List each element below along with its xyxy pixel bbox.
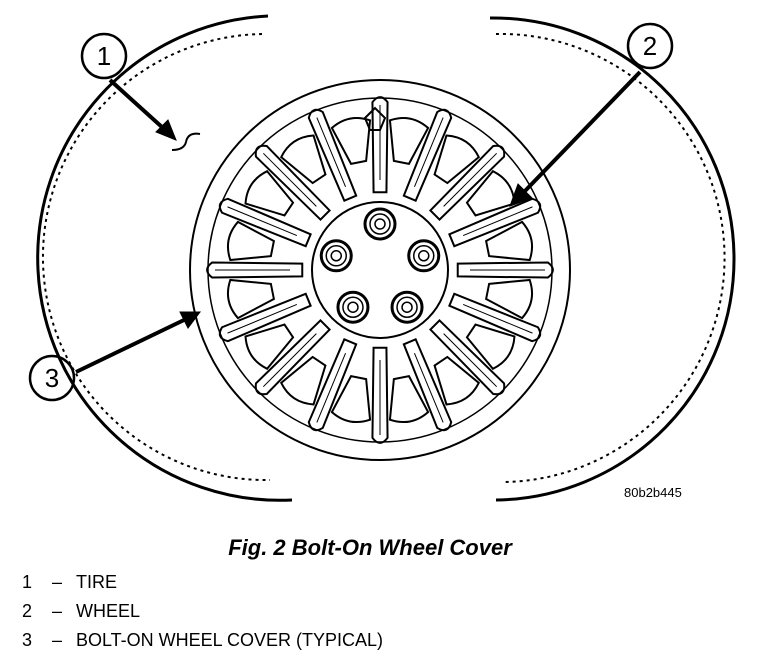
spoke-ridge xyxy=(413,352,444,423)
spoke xyxy=(218,292,312,343)
cover-window xyxy=(465,323,516,371)
lug-nut xyxy=(347,301,359,313)
legend: 1–TIRE 2–WHEEL 3–BOLT-ON WHEEL COVER (TY… xyxy=(22,568,383,655)
callout-1-circle xyxy=(80,32,128,80)
spoke xyxy=(371,346,389,444)
cover-window xyxy=(244,323,295,371)
legend-number: 3 xyxy=(22,630,33,650)
spoke xyxy=(218,197,312,248)
wheel-cover-outer-rim xyxy=(189,79,571,461)
tire-outline xyxy=(36,14,736,502)
spoke xyxy=(429,319,506,396)
spoke-ridge xyxy=(413,117,444,188)
spoke xyxy=(254,144,331,221)
legend-label: BOLT-ON WHEEL COVER (TYPICAL) xyxy=(76,630,384,650)
cover-window xyxy=(330,116,372,166)
spoke-ridge xyxy=(443,333,498,388)
legend-dash: – xyxy=(51,601,62,621)
lug-nut xyxy=(319,239,353,273)
spoke xyxy=(206,261,304,279)
lug-nut xyxy=(417,250,430,262)
spoke-ridge xyxy=(262,152,317,207)
callout-3-number: 3 xyxy=(45,363,59,393)
wheel-cover-diagram: 1 2 3 xyxy=(28,14,736,502)
cover-window xyxy=(279,134,327,185)
legend-dash: – xyxy=(51,630,62,650)
callout-2-leader xyxy=(522,70,642,194)
cover-window xyxy=(388,374,430,424)
cover-window xyxy=(244,169,295,217)
spoke xyxy=(402,338,453,432)
legend-number: 1 xyxy=(22,572,33,592)
spoke-ridge xyxy=(316,117,347,188)
spoke-ridge xyxy=(462,303,533,334)
callout-1-arrowhead xyxy=(155,119,177,141)
lug-nut xyxy=(407,239,441,273)
cover-window xyxy=(226,220,276,262)
spoke-ridge xyxy=(316,352,347,423)
callout-1-number: 1 xyxy=(97,41,111,71)
legend-number: 2 xyxy=(22,601,33,621)
lug-nut xyxy=(330,250,343,262)
spoke xyxy=(448,292,542,343)
callout-3-arrowhead xyxy=(179,311,201,329)
spoke xyxy=(307,108,358,202)
lug-nut xyxy=(396,296,418,318)
legend-item: 2–WHEEL xyxy=(22,597,383,626)
cover-window xyxy=(433,134,481,185)
callout-3-leader xyxy=(75,318,185,374)
spoke xyxy=(371,96,389,194)
callout-2-circle xyxy=(626,22,674,70)
lug-nut xyxy=(325,245,348,267)
legend-dash: – xyxy=(51,572,62,592)
valve-stem xyxy=(363,106,387,131)
legend-label: WHEEL xyxy=(76,601,141,621)
spoke-ridge xyxy=(462,206,533,237)
cover-window xyxy=(279,355,327,406)
lug-nut xyxy=(390,290,424,324)
spoke-ridge xyxy=(227,206,298,237)
callout-2-arrowhead xyxy=(509,183,533,207)
spoke xyxy=(402,108,453,202)
callout-3-circle xyxy=(28,354,76,402)
spoke xyxy=(307,338,358,432)
spoke-ridge xyxy=(443,152,498,207)
lug-nuts xyxy=(319,207,441,324)
legend-label: TIRE xyxy=(76,572,118,592)
wheel-cover-spokes xyxy=(206,96,554,444)
spoke xyxy=(448,197,542,248)
lug-nut xyxy=(336,290,370,324)
lug-nut xyxy=(369,213,391,235)
legend-item: 1–TIRE xyxy=(22,568,383,597)
spoke xyxy=(254,319,331,396)
lug-nut xyxy=(342,296,364,318)
cover-window xyxy=(484,278,534,320)
lug-nut xyxy=(401,301,413,313)
callout-1-leader xyxy=(108,78,165,130)
cover-window xyxy=(484,220,534,262)
legend-item: 3–BOLT-ON WHEEL COVER (TYPICAL) xyxy=(22,626,383,655)
lug-nut xyxy=(363,207,397,241)
lug-nut xyxy=(412,245,435,267)
lug-nut xyxy=(374,218,386,230)
cover-window xyxy=(433,355,481,406)
figure-code: 80b2b445 xyxy=(624,485,682,500)
callout-2-number: 2 xyxy=(643,31,657,61)
tire-bead-mark xyxy=(171,132,201,151)
cover-window xyxy=(226,278,276,320)
spoke-ridge xyxy=(262,333,317,388)
cover-window xyxy=(330,374,372,424)
cover-window xyxy=(388,116,430,166)
hub-circle xyxy=(311,201,449,339)
figure-caption: Fig. 2 Bolt-On Wheel Cover xyxy=(228,535,512,560)
spoke xyxy=(429,144,506,221)
spoke-ridge xyxy=(227,303,298,334)
wheel-cover-windows xyxy=(226,116,534,424)
spoke xyxy=(456,261,554,279)
